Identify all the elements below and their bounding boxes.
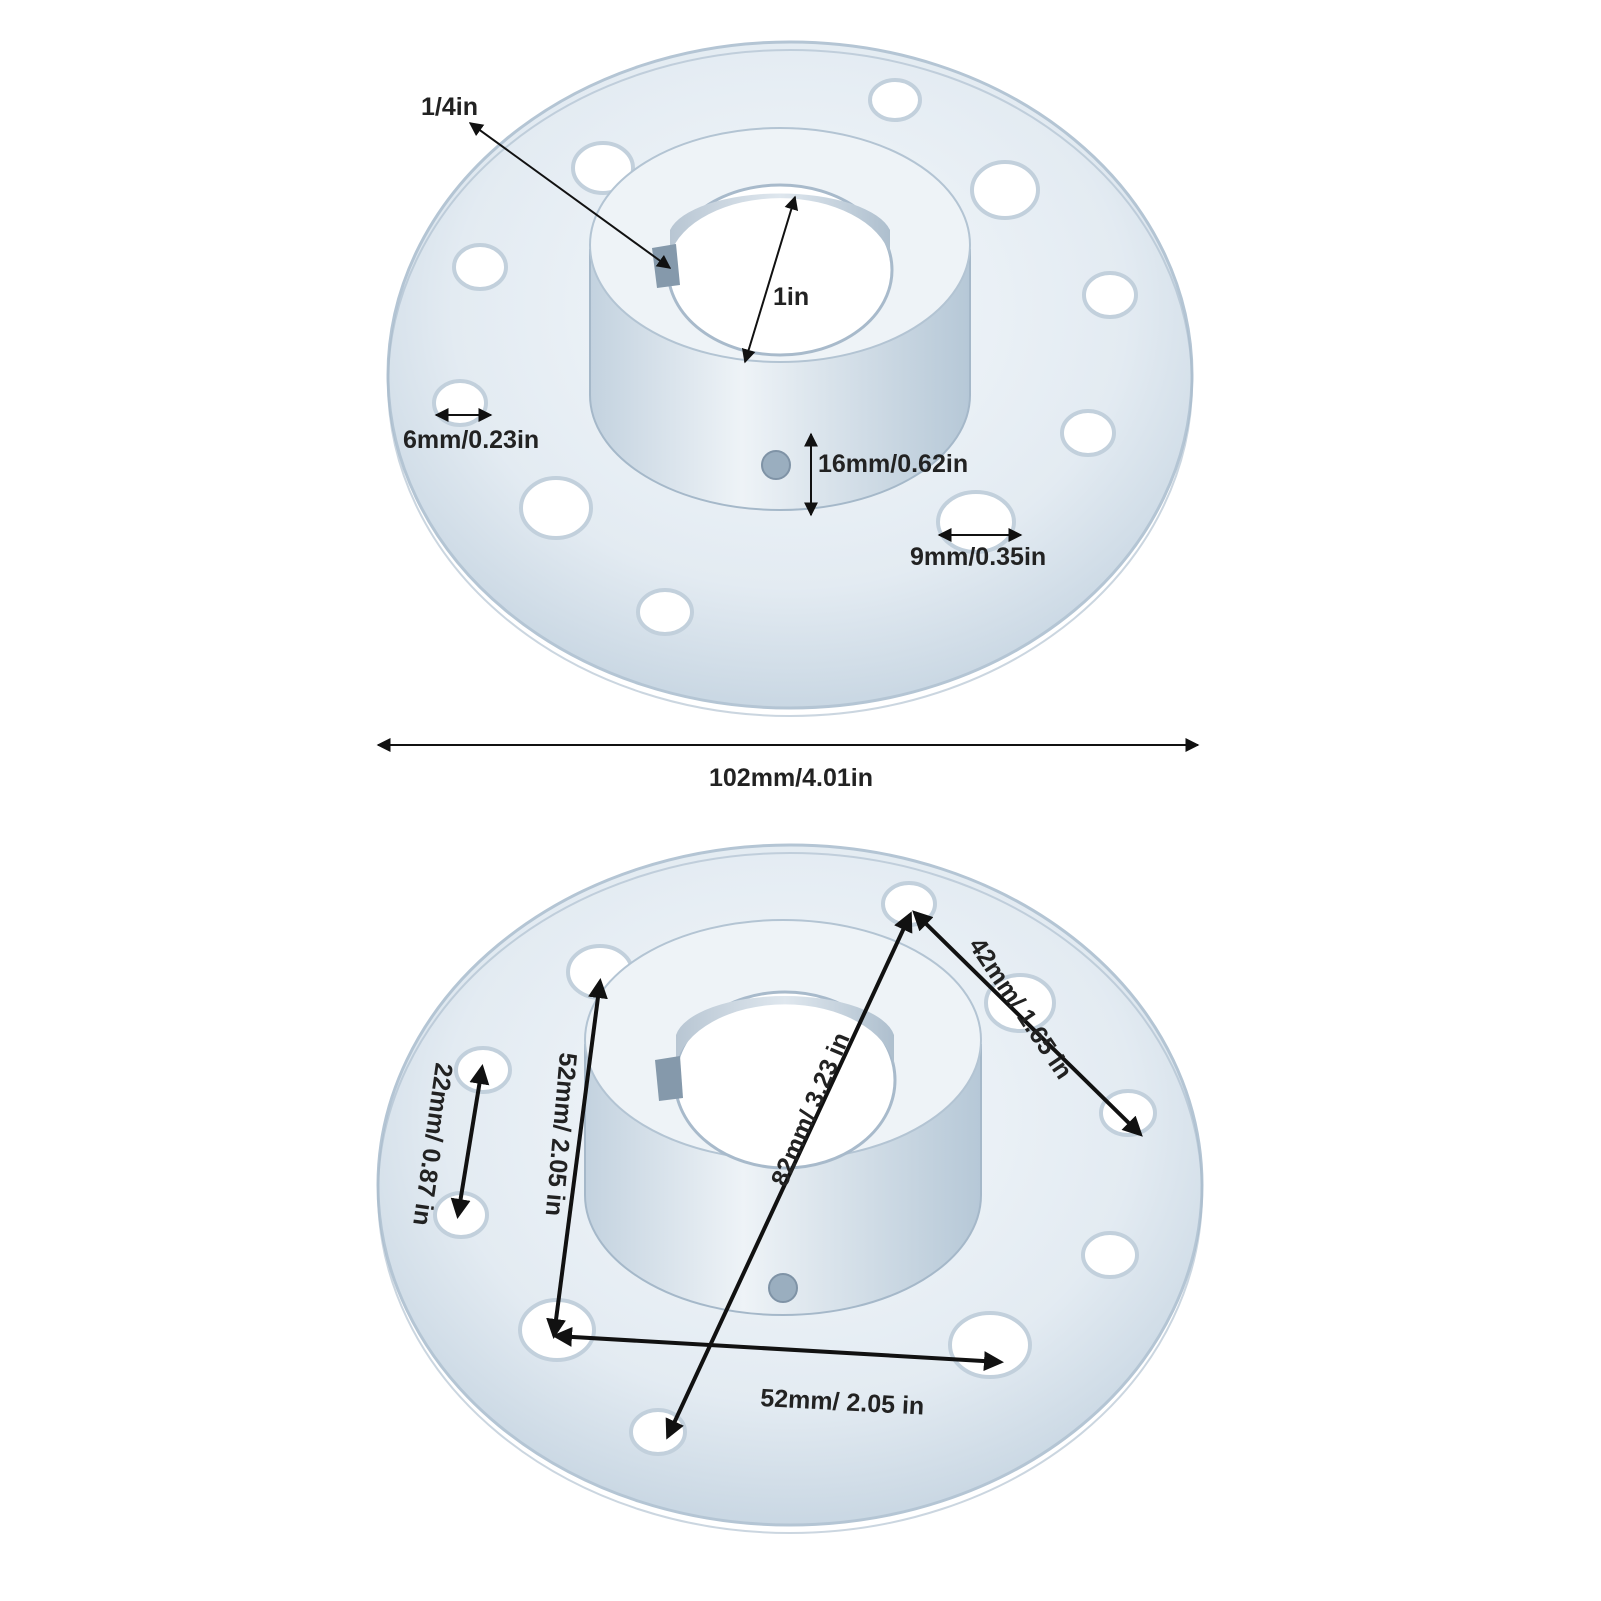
bottom-hole [1081, 1231, 1139, 1279]
bottom-hole [1099, 1089, 1157, 1137]
top-hole [868, 78, 922, 122]
adjacent-hole-line [912, 910, 1143, 1137]
top-hole [432, 379, 488, 427]
bore-dimension-line [741, 195, 799, 364]
top-set-screw [761, 450, 791, 480]
bottom-set-screw [768, 1273, 798, 1303]
keyway-dimension-line [468, 122, 672, 269]
top-hole [970, 160, 1040, 220]
small-hole-spacing-line [450, 1064, 490, 1219]
bottom-flange: 22mm/ 0.87 in 52mm/ 2.05 in 52mm/ 2.05 i… [376, 843, 1204, 1534]
top-flange: 1/4in 1in 6mm/0.23in 16mm/0.62in 9mm/0.3… [376, 40, 1200, 792]
top-hole [452, 243, 508, 291]
top-hole [519, 476, 593, 540]
overall-diameter-label: 102mm/4.01in [709, 764, 873, 792]
diagonal-line [665, 911, 913, 1440]
bottom-keyway [655, 1056, 683, 1101]
keyway-label: 1/4in [421, 93, 478, 121]
top-hole [1082, 271, 1138, 319]
top-hole [1060, 409, 1116, 457]
bottom-plate-rim [377, 852, 1203, 1534]
top-plate-rim [387, 49, 1193, 717]
large-hole-label: 9mm/0.35in [910, 543, 1046, 571]
large-hole-vertical-line [546, 978, 608, 1339]
small-hole-label: 6mm/0.23in [403, 426, 539, 454]
hub-height-label: 16mm/0.62in [818, 450, 968, 478]
bore-label: 1in [773, 283, 809, 311]
bottom-hole [948, 1311, 1032, 1379]
top-hole [636, 588, 694, 636]
